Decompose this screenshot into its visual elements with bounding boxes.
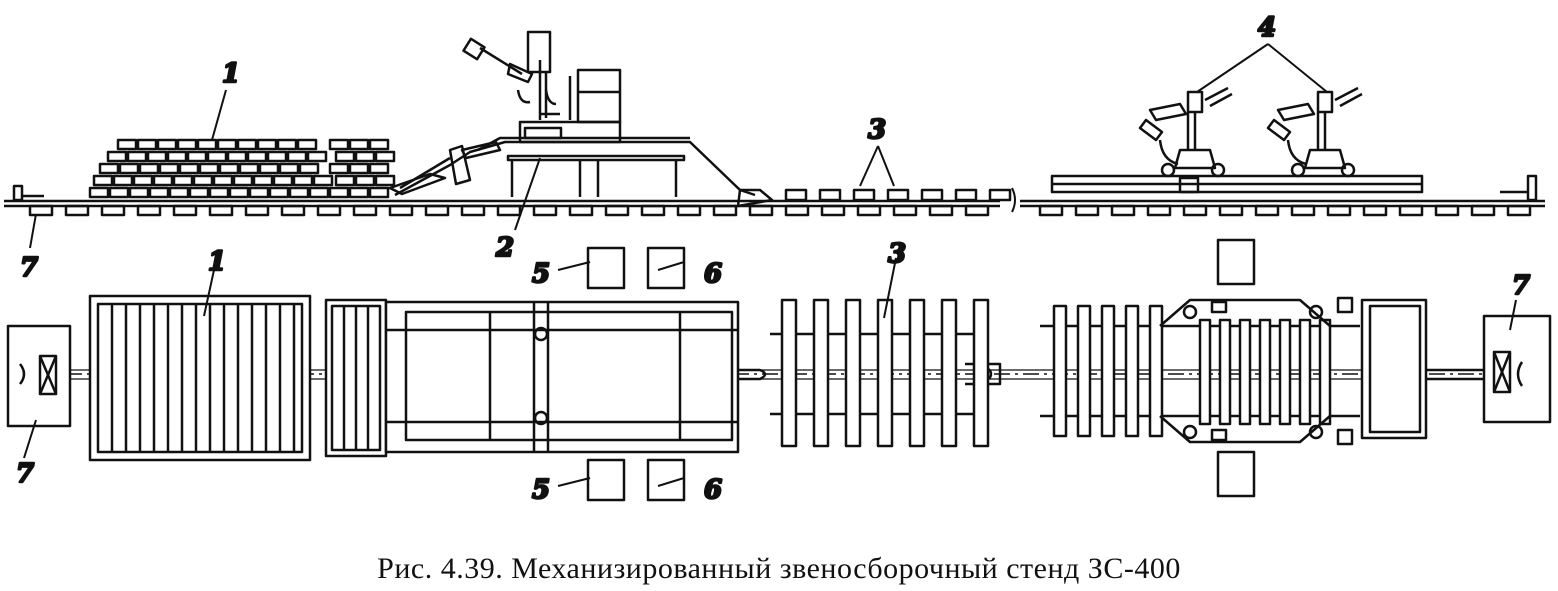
- screw-machine-b: [1266, 86, 1363, 178]
- side-view: 1 2 3 4 7: [4, 12, 1545, 284]
- label-5-bottom: 5: [532, 475, 550, 505]
- label-6-bottom: 6: [704, 475, 722, 505]
- sleeper-stack-plan: [88, 294, 312, 462]
- side-leaders: [29, 43, 1328, 249]
- label-3-plan: 3: [888, 239, 906, 269]
- label-1-side: 1: [222, 59, 240, 89]
- side-sleepers: [28, 204, 1532, 217]
- label-7-plan-right: 7: [1512, 271, 1530, 301]
- label-2-side: 2: [495, 233, 514, 263]
- operator-boxes: [586, 238, 1256, 502]
- sleeper-stack-plan-2: [324, 298, 388, 458]
- right-buffer-stop: [1482, 314, 1552, 424]
- sleeper-stack-side: [88, 138, 334, 199]
- crane-plan: [384, 300, 767, 454]
- label-1-plan: 1: [208, 247, 226, 277]
- assembly-machine-plan: [1040, 296, 1486, 446]
- sleeper-stack-side-2: [328, 138, 396, 199]
- crane-gantry-side: [388, 30, 774, 208]
- label-7-plan-left: 7: [16, 459, 34, 489]
- left-buffer-stop: [6, 324, 72, 428]
- plan-leaders: [23, 257, 1517, 487]
- plan-view: 1 3 5 6 5 6 7 7: [6, 238, 1552, 506]
- label-4-side: 4: [1258, 13, 1276, 43]
- link-sleepers-plan: [770, 298, 1002, 448]
- label-3-side: 3: [868, 115, 886, 145]
- assembly-cart-side: [1050, 174, 1424, 194]
- screw-machine-a: [1138, 86, 1233, 178]
- label-6-top: 6: [704, 259, 722, 289]
- left-stop-side: [12, 184, 44, 202]
- label-7-side: 7: [20, 253, 38, 283]
- figure-caption: Рис. 4.39. Механизированный звеносборочн…: [377, 552, 1181, 585]
- label-5-top: 5: [532, 259, 550, 289]
- right-stop-side: [1500, 174, 1538, 202]
- link-sleepers-side: [784, 188, 1012, 202]
